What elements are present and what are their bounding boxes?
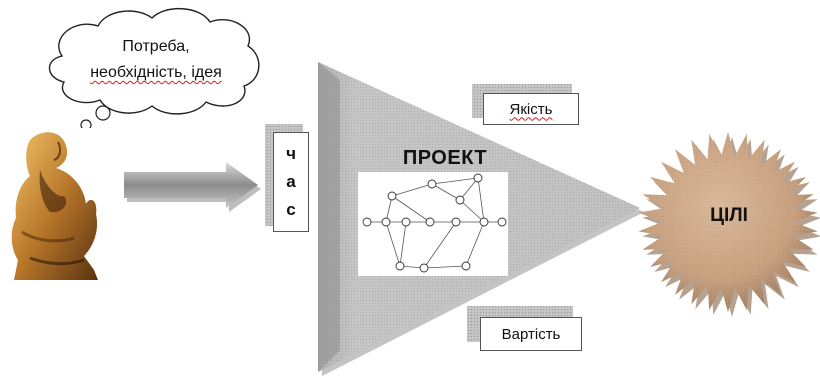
cost-label-box: Вартість bbox=[480, 317, 582, 351]
project-title: ПРОЕКТ bbox=[402, 147, 488, 169]
goals-star-burst bbox=[638, 132, 820, 317]
quality-label-box: Якість bbox=[483, 93, 579, 125]
idea-cloud-text: Потреба, необхідність, ідея bbox=[58, 34, 254, 86]
time-label-box: ч а с bbox=[273, 132, 309, 232]
time-letter-1: ч bbox=[286, 144, 296, 163]
quality-label: Якість bbox=[509, 100, 553, 118]
idea-line-2: необхідність, ідея bbox=[90, 64, 222, 81]
goals-label: ЦІЛІ bbox=[710, 205, 748, 226]
thinker-statue-image bbox=[5, 128, 109, 281]
network-graph-image bbox=[358, 172, 508, 276]
time-letter-3: с bbox=[286, 200, 296, 219]
idea-line-1: Потреба, bbox=[122, 38, 190, 55]
flow-arrow bbox=[124, 162, 261, 212]
cost-label: Вартість bbox=[501, 325, 561, 343]
thought-cloud bbox=[48, 7, 260, 131]
time-letter-2: а bbox=[286, 172, 296, 191]
